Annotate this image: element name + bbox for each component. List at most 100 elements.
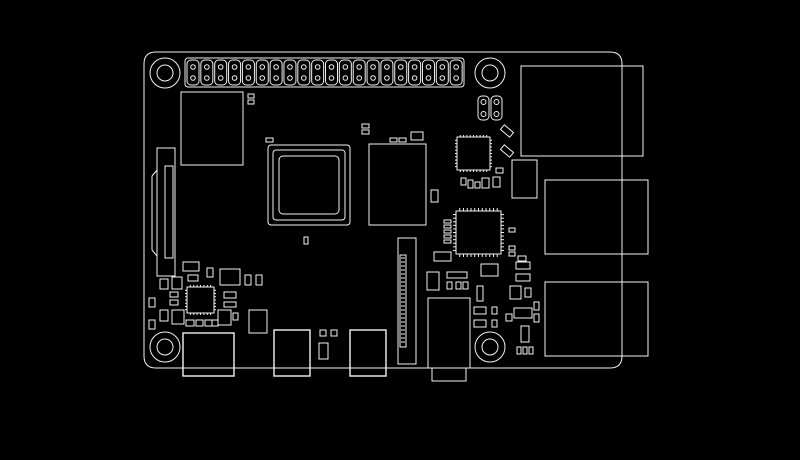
smd-part bbox=[223, 291, 237, 299]
smd-part bbox=[247, 93, 255, 99]
mounting-hole-top-right bbox=[474, 57, 506, 89]
gpio-pin bbox=[411, 75, 418, 81]
gpio-pin-pair bbox=[380, 59, 394, 86]
gpio-pin bbox=[411, 64, 418, 70]
usb-c-power-port bbox=[182, 332, 235, 377]
gpio-header-housing bbox=[184, 57, 465, 88]
smd-part bbox=[528, 346, 534, 355]
smd-part bbox=[204, 319, 213, 327]
gpio-pin-pair bbox=[269, 59, 283, 86]
usb-port-lower bbox=[544, 281, 649, 357]
smd-part bbox=[426, 271, 440, 291]
smd-part bbox=[211, 319, 219, 327]
gpio-pin bbox=[370, 75, 376, 81]
gpio-pin bbox=[217, 64, 224, 70]
smd-part bbox=[195, 319, 204, 327]
gpio-pin-pair bbox=[325, 59, 338, 86]
pmic-chip bbox=[185, 285, 216, 315]
smd-part bbox=[511, 159, 538, 199]
smd-part bbox=[455, 281, 462, 290]
gpio-pin bbox=[342, 75, 349, 81]
gpio-pin bbox=[190, 64, 196, 70]
smd-part bbox=[148, 297, 156, 308]
smd-part bbox=[517, 255, 527, 262]
gpio-pin bbox=[453, 64, 459, 70]
smd-part bbox=[361, 123, 370, 129]
smd-part bbox=[410, 131, 424, 141]
smd-part bbox=[505, 313, 513, 322]
gpio-pin bbox=[217, 75, 224, 81]
gpio-pin bbox=[356, 64, 363, 70]
gpio-pin-pair bbox=[228, 59, 242, 86]
smd-part bbox=[182, 261, 200, 272]
gpio-pin-pair bbox=[394, 59, 408, 86]
smd-part bbox=[509, 285, 522, 300]
gpio-pin bbox=[328, 64, 335, 70]
smd-part bbox=[185, 319, 195, 327]
gpio-pin-pair bbox=[241, 59, 255, 86]
wireless-module bbox=[180, 91, 244, 166]
smd-part bbox=[244, 274, 252, 286]
smd-part bbox=[319, 329, 327, 337]
smd-part bbox=[248, 309, 268, 334]
smd-part bbox=[533, 313, 540, 323]
smd-part bbox=[361, 129, 370, 135]
smd-part bbox=[247, 99, 255, 105]
gpio-pin bbox=[190, 75, 196, 81]
camera-connector bbox=[397, 237, 417, 365]
smd-part bbox=[515, 261, 531, 270]
gpio-pin bbox=[453, 75, 459, 81]
smd-part bbox=[508, 227, 516, 233]
gpio-pin-pair bbox=[297, 59, 311, 86]
soc-chip bbox=[267, 144, 351, 226]
gpio-pin-pair bbox=[311, 59, 325, 86]
gpio-pin bbox=[384, 64, 390, 70]
gpio-pin bbox=[328, 75, 335, 81]
gpio-pin bbox=[397, 64, 404, 70]
smd-part-tilted bbox=[499, 144, 515, 158]
smd-part bbox=[520, 325, 530, 343]
smd-part bbox=[223, 301, 237, 308]
smd-part bbox=[522, 346, 528, 355]
smd-part bbox=[480, 263, 499, 277]
mounting-hole-bottom-left bbox=[149, 331, 181, 363]
gpio-pin-pair bbox=[352, 59, 366, 86]
gpio-pin-pair bbox=[449, 59, 463, 86]
mounting-hole-bottom-right bbox=[474, 331, 506, 363]
gpio-pin bbox=[301, 64, 307, 70]
gpio-pin-pair bbox=[338, 59, 352, 86]
gpio-pin-pair bbox=[186, 59, 200, 86]
gpio-pin bbox=[425, 75, 432, 81]
gpio-pin bbox=[314, 75, 321, 81]
smd-part bbox=[491, 306, 498, 315]
gpio-pin-pair bbox=[421, 59, 435, 86]
smd-part bbox=[516, 346, 522, 355]
smd-part bbox=[398, 137, 407, 143]
smd-part bbox=[476, 285, 484, 302]
smd-part bbox=[330, 329, 338, 337]
ram-chip bbox=[368, 143, 427, 226]
smd-part-tilted bbox=[499, 124, 515, 138]
smd-part bbox=[159, 278, 169, 290]
smd-part bbox=[303, 236, 309, 245]
gpio-pin bbox=[439, 64, 446, 70]
smd-part bbox=[169, 291, 179, 298]
micro-hdmi-port-0 bbox=[273, 329, 311, 377]
smd-part bbox=[430, 189, 439, 203]
gpio-pin bbox=[356, 75, 363, 81]
smd-part bbox=[255, 274, 263, 286]
smd-part bbox=[495, 167, 504, 174]
smd-part bbox=[318, 342, 329, 360]
gpio-pin-pair bbox=[200, 59, 214, 86]
gpio-pin bbox=[287, 75, 293, 81]
smd-part bbox=[473, 319, 487, 328]
display-connector bbox=[151, 147, 176, 277]
smd-part bbox=[533, 301, 540, 311]
gpio-pin bbox=[273, 64, 279, 70]
smd-part bbox=[433, 251, 452, 262]
gpio-pin bbox=[231, 75, 238, 81]
smd-part bbox=[169, 299, 179, 306]
smd-part bbox=[389, 137, 398, 143]
gpio-pin bbox=[204, 75, 210, 81]
